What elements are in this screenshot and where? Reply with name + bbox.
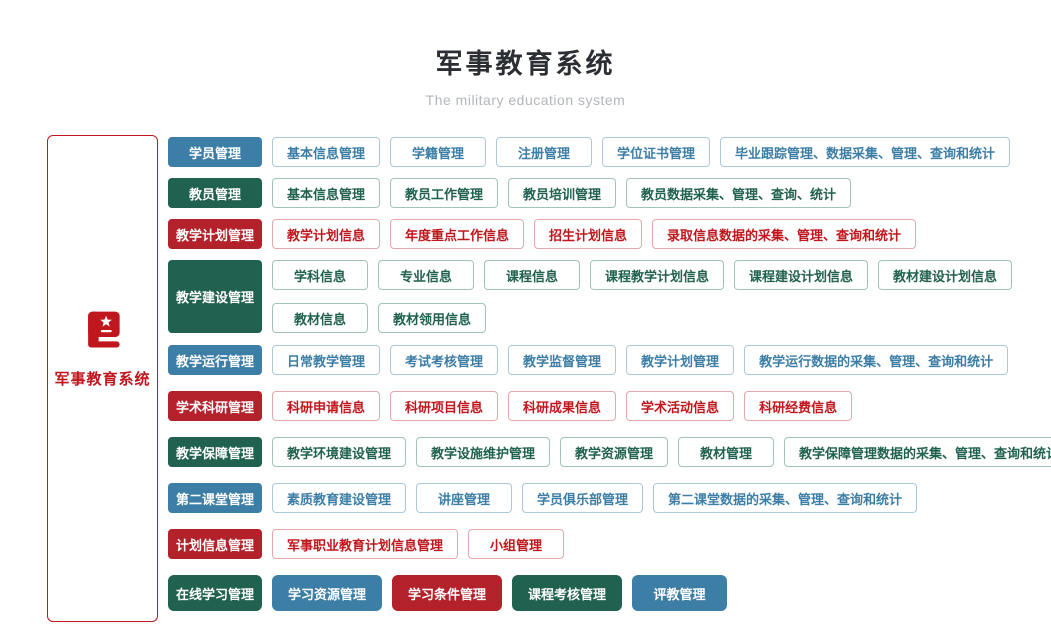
submodule-line: 教学计划信息年度重点工作信息招生计划信息录取信息数据的采集、管理、查询和统计 xyxy=(272,219,917,249)
submodule-button[interactable]: 课程教学计划信息 xyxy=(590,260,725,290)
submodule-button[interactable]: 教员工作管理 xyxy=(390,178,499,208)
submodule-button[interactable]: 课程建设计划信息 xyxy=(734,260,869,290)
submodule-button[interactable]: 专业信息 xyxy=(378,260,474,290)
module-parent-button[interactable]: 学术科研管理 xyxy=(168,391,262,421)
submodule-lines: 军事职业教育计划信息管理小组管理 xyxy=(272,529,565,559)
submodule-button[interactable]: 日常教学管理 xyxy=(272,345,381,375)
module-parent-button[interactable]: 教员管理 xyxy=(168,178,262,208)
submodule-line: 学习资源管理学习条件管理课程考核管理评教管理 xyxy=(272,575,728,611)
submodule-button[interactable]: 教员数据采集、管理、查询、统计 xyxy=(626,178,852,208)
module-row: 在线学习管理学习资源管理学习条件管理课程考核管理评教管理 xyxy=(168,575,1051,611)
submodule-button[interactable]: 教学运行数据的采集、管理、查询和统计 xyxy=(744,345,1009,375)
page-header: 军事教育系统 The military education system xyxy=(0,0,1051,108)
submodule-button[interactable]: 教学监督管理 xyxy=(508,345,617,375)
submodule-button[interactable]: 考试考核管理 xyxy=(390,345,499,375)
submodule-button[interactable]: 学习条件管理 xyxy=(392,575,503,611)
root-label: 军事教育系统 xyxy=(54,370,151,388)
submodule-button[interactable]: 学位证书管理 xyxy=(602,137,711,167)
module-parent-button[interactable]: 学员管理 xyxy=(168,137,262,167)
submodule-line: 日常教学管理考试考核管理教学监督管理教学计划管理教学运行数据的采集、管理、查询和… xyxy=(272,345,1009,375)
submodule-button[interactable]: 科研成果信息 xyxy=(508,391,617,421)
submodule-button[interactable]: 学习资源管理 xyxy=(272,575,383,611)
submodule-button[interactable]: 基本信息管理 xyxy=(272,178,381,208)
submodule-button[interactable]: 教学计划信息 xyxy=(272,219,381,249)
page-subtitle: The military education system xyxy=(425,92,626,108)
page-title: 军事教育系统 xyxy=(435,49,616,79)
submodule-button[interactable]: 教材领用信息 xyxy=(378,303,487,333)
submodule-button[interactable]: 评教管理 xyxy=(632,575,728,611)
submodule-button[interactable]: 招生计划信息 xyxy=(534,219,643,249)
module-parent-button[interactable]: 教学运行管理 xyxy=(168,345,262,375)
submodule-button[interactable]: 教材信息 xyxy=(272,303,368,333)
submodule-button[interactable]: 学籍管理 xyxy=(390,137,487,167)
module-parent-button[interactable]: 教学建设管理 xyxy=(168,260,262,333)
module-row: 教学运行管理日常教学管理考试考核管理教学监督管理教学计划管理教学运行数据的采集、… xyxy=(168,345,1051,375)
submodule-lines: 素质教育建设管理讲座管理学员俱乐部管理第二课堂数据的采集、管理、查询和统计 xyxy=(272,483,918,513)
submodule-button[interactable]: 学员俱乐部管理 xyxy=(522,483,644,513)
submodule-button[interactable]: 讲座管理 xyxy=(416,483,513,513)
submodule-button[interactable]: 小组管理 xyxy=(468,529,565,559)
submodule-button[interactable]: 教材建设计划信息 xyxy=(878,260,1013,290)
submodule-lines: 学科信息专业信息课程信息课程教学计划信息课程建设计划信息教材建设计划信息教材信息… xyxy=(272,260,1013,333)
module-row: 教员管理基本信息管理教员工作管理教员培训管理教员数据采集、管理、查询、统计 xyxy=(168,178,1051,208)
submodule-line: 教材信息教材领用信息 xyxy=(272,303,1012,333)
module-parent-button[interactable]: 教学保障管理 xyxy=(168,437,262,467)
submodule-button[interactable]: 教学资源管理 xyxy=(560,437,669,467)
submodule-lines: 学习资源管理学习条件管理课程考核管理评教管理 xyxy=(272,575,728,611)
module-row: 教学保障管理教学环境建设管理教学设施维护管理教学资源管理教材管理教学保障管理数据… xyxy=(168,437,1051,467)
module-row: 教学计划管理教学计划信息年度重点工作信息招生计划信息录取信息数据的采集、管理、查… xyxy=(168,219,1051,249)
submodule-line: 学科信息专业信息课程信息课程教学计划信息课程建设计划信息教材建设计划信息 xyxy=(272,260,1013,290)
submodule-button[interactable]: 基本信息管理 xyxy=(272,137,381,167)
submodule-button[interactable]: 年度重点工作信息 xyxy=(390,219,525,249)
submodule-button[interactable]: 教学环境建设管理 xyxy=(272,437,407,467)
module-parent-button[interactable]: 计划信息管理 xyxy=(168,529,262,559)
submodule-button[interactable]: 军事职业教育计划信息管理 xyxy=(272,529,459,559)
submodule-line: 素质教育建设管理讲座管理学员俱乐部管理第二课堂数据的采集、管理、查询和统计 xyxy=(272,483,918,513)
submodule-button[interactable]: 教学设施维护管理 xyxy=(416,437,551,467)
submodule-button[interactable]: 科研经费信息 xyxy=(744,391,853,421)
submodule-button[interactable]: 学术活动信息 xyxy=(626,391,735,421)
submodule-button[interactable]: 教学计划管理 xyxy=(626,345,735,375)
submodule-line: 科研申请信息科研项目信息科研成果信息学术活动信息科研经费信息 xyxy=(272,391,853,421)
submodule-lines: 日常教学管理考试考核管理教学监督管理教学计划管理教学运行数据的采集、管理、查询和… xyxy=(272,345,1009,375)
module-row: 计划信息管理军事职业教育计划信息管理小组管理 xyxy=(168,529,1051,559)
submodule-line: 教学环境建设管理教学设施维护管理教学资源管理教材管理教学保障管理数据的采集、管理… xyxy=(272,437,1051,467)
submodule-button[interactable]: 第二课堂数据的采集、管理、查询和统计 xyxy=(653,483,918,513)
submodule-lines: 教学环境建设管理教学设施维护管理教学资源管理教材管理教学保障管理数据的采集、管理… xyxy=(272,437,1051,467)
submodule-button[interactable]: 毕业跟踪管理、数据采集、管理、查询和统计 xyxy=(720,137,1011,167)
module-row: 教学建设管理学科信息专业信息课程信息课程教学计划信息课程建设计划信息教材建设计划… xyxy=(168,260,1051,333)
submodule-button[interactable]: 科研申请信息 xyxy=(272,391,381,421)
submodule-button[interactable]: 教员培训管理 xyxy=(508,178,617,208)
module-parent-button[interactable]: 在线学习管理 xyxy=(168,575,262,611)
submodule-line: 基本信息管理学籍管理注册管理学位证书管理毕业跟踪管理、数据采集、管理、查询和统计 xyxy=(272,137,1011,167)
submodule-button[interactable]: 课程信息 xyxy=(484,260,580,290)
module-row: 学员管理基本信息管理学籍管理注册管理学位证书管理毕业跟踪管理、数据采集、管理、查… xyxy=(168,137,1051,167)
submodule-button[interactable]: 学科信息 xyxy=(272,260,368,290)
submodule-lines: 科研申请信息科研项目信息科研成果信息学术活动信息科研经费信息 xyxy=(272,391,853,421)
root-node: 军事教育系统 xyxy=(47,135,158,622)
submodule-button[interactable]: 录取信息数据的采集、管理、查询和统计 xyxy=(652,219,917,249)
submodule-line: 基本信息管理教员工作管理教员培训管理教员数据采集、管理、查询、统计 xyxy=(272,178,852,208)
submodule-button[interactable]: 教材管理 xyxy=(678,437,775,467)
submodule-button[interactable]: 注册管理 xyxy=(496,137,593,167)
module-rows: 学员管理基本信息管理学籍管理注册管理学位证书管理毕业跟踪管理、数据采集、管理、查… xyxy=(168,135,1051,622)
submodule-lines: 教学计划信息年度重点工作信息招生计划信息录取信息数据的采集、管理、查询和统计 xyxy=(272,219,917,249)
submodule-lines: 基本信息管理学籍管理注册管理学位证书管理毕业跟踪管理、数据采集、管理、查询和统计 xyxy=(272,137,1011,167)
module-row: 第二课堂管理素质教育建设管理讲座管理学员俱乐部管理第二课堂数据的采集、管理、查询… xyxy=(168,483,1051,513)
submodule-button[interactable]: 教学保障管理数据的采集、管理、查询和统计 xyxy=(784,437,1051,467)
module-row: 学术科研管理科研申请信息科研项目信息科研成果信息学术活动信息科研经费信息 xyxy=(168,391,1051,421)
submodule-button[interactable]: 素质教育建设管理 xyxy=(272,483,407,513)
submodule-line: 军事职业教育计划信息管理小组管理 xyxy=(272,529,565,559)
book-star-icon xyxy=(82,309,124,356)
submodule-lines: 基本信息管理教员工作管理教员培训管理教员数据采集、管理、查询、统计 xyxy=(272,178,852,208)
module-parent-button[interactable]: 第二课堂管理 xyxy=(168,483,262,513)
module-parent-button[interactable]: 教学计划管理 xyxy=(168,219,262,249)
submodule-button[interactable]: 课程考核管理 xyxy=(512,575,623,611)
submodule-button[interactable]: 科研项目信息 xyxy=(390,391,499,421)
system-diagram: 军事教育系统 学员管理基本信息管理学籍管理注册管理学位证书管理毕业跟踪管理、数据… xyxy=(47,135,1051,622)
